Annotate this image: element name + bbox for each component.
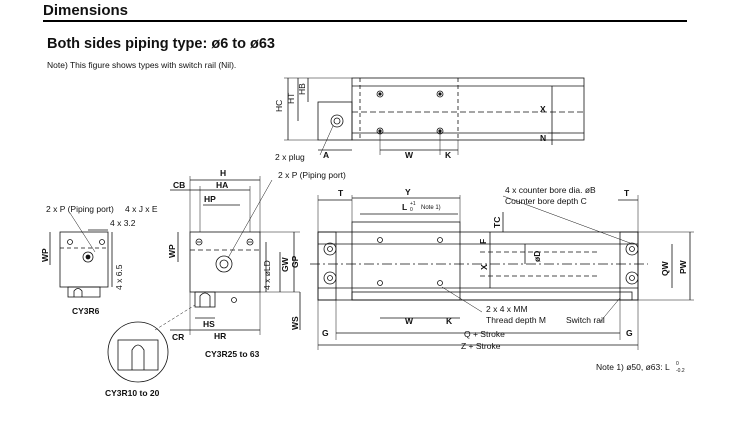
label-hs: HS	[203, 319, 215, 329]
label-l: L	[402, 202, 407, 212]
side-view	[310, 195, 694, 350]
end-view	[170, 176, 301, 335]
label-g-right: G	[626, 328, 633, 338]
label-a-top: A	[323, 150, 329, 160]
cy3r10-detail	[107, 304, 196, 383]
label-note1: Note 1) ø50, ø63: L	[596, 362, 670, 372]
label-ld: 4 x øLD	[262, 260, 272, 290]
label-k-side: K	[446, 316, 453, 326]
label-hr: HR	[214, 331, 226, 341]
label-cy3r25: CY3R25 to 63	[205, 349, 260, 359]
label-gp: GP	[290, 255, 300, 268]
piping-type-subtitle: Both sides piping type: ø6 to ø63	[47, 36, 275, 52]
label-mm: 2 x 4 x MM	[486, 304, 528, 314]
label-ws: WS	[290, 316, 300, 330]
label-y: Y	[405, 187, 411, 197]
label-ha: HA	[216, 180, 228, 190]
label-q-stroke: Q + Stroke	[464, 329, 505, 339]
label-j-e: 4 x J x E	[125, 204, 158, 214]
label-piping-port-mid: 2 x P (Piping port)	[278, 170, 346, 180]
label-cy3r10: CY3R10 to 20	[105, 388, 160, 398]
top-view	[284, 77, 585, 156]
section-header: Dimensions	[43, 2, 687, 22]
label-cr: CR	[172, 332, 184, 342]
label-pw: PW	[678, 259, 688, 274]
label-n: N	[540, 133, 546, 143]
label-g-left: G	[322, 328, 329, 338]
label-d: øD	[532, 251, 542, 262]
label-note1-ref: Note 1)	[421, 205, 441, 211]
label-tc: TC	[492, 217, 502, 228]
label-cb-dia: 4 x counter bore dia. øB	[505, 185, 596, 195]
label-x-top: X	[540, 104, 546, 114]
label-l-sup: +1	[410, 201, 416, 207]
switch-rail-note: Note) This figure shows types with switc…	[47, 60, 237, 70]
label-cy3r6: CY3R6	[72, 306, 100, 316]
label-ht: HT	[286, 93, 296, 104]
label-qw: QW	[660, 260, 670, 276]
label-plug: 2 x plug	[275, 152, 305, 162]
label-x-side: X	[479, 264, 489, 270]
label-z-stroke: Z + Stroke	[461, 341, 501, 351]
header-rule	[43, 20, 687, 22]
label-hc: HC	[274, 100, 284, 112]
label-piping-port-left: 2 x P (Piping port)	[46, 204, 114, 214]
label-t-left: T	[338, 188, 344, 198]
label-cb: CB	[173, 180, 185, 190]
dimension-labels: HC HT HB X N A W K 2 x plug H CB HA HP 2…	[40, 83, 688, 398]
label-w-top: W	[405, 150, 414, 160]
label-l-sub: 0	[410, 207, 413, 213]
label-hp: HP	[204, 194, 216, 204]
label-wp-mid: WP	[167, 244, 177, 258]
label-gw: GW	[280, 256, 290, 272]
label-x65: 4 x 6.5	[114, 264, 124, 290]
label-thread: Thread depth M	[486, 315, 546, 325]
section-title: Dimensions	[43, 2, 129, 19]
label-k-top: K	[445, 150, 452, 160]
label-cb-depth: Counter bore depth C	[505, 196, 587, 206]
cy3r6-view	[49, 212, 113, 298]
label-note1-sup: 0	[676, 361, 679, 367]
label-f: F	[478, 239, 488, 244]
label-w-side: W	[405, 316, 414, 326]
label-t-right: T	[624, 188, 630, 198]
label-switch-rail: Switch rail	[566, 315, 605, 325]
label-x32: 4 x 3.2	[110, 218, 136, 228]
label-hb: HB	[297, 83, 307, 95]
label-h: H	[220, 168, 226, 178]
label-note1-sub: -0.2	[676, 368, 685, 374]
label-wp-left: WP	[40, 248, 50, 262]
